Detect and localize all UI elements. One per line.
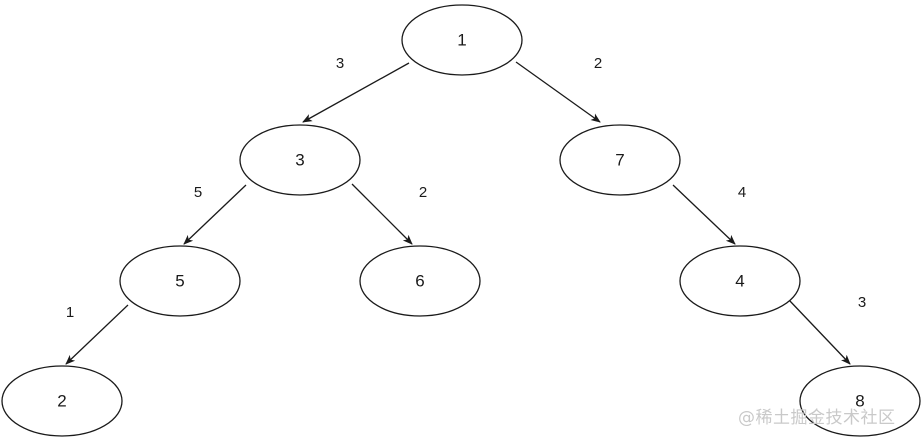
edge-weight-1-7: 2 xyxy=(594,55,602,72)
node-ellipse-2 xyxy=(1,365,123,437)
edge-weight-1-3: 3 xyxy=(336,55,344,72)
edge-5-to-2 xyxy=(65,304,129,365)
edge-weight-7-4: 4 xyxy=(738,184,746,201)
node-label-2: 2 xyxy=(57,391,66,410)
edge-1-to-3 xyxy=(302,62,410,123)
edge-3-to-6 xyxy=(351,183,413,245)
node-ellipse-4 xyxy=(679,245,801,317)
node-ellipse-7 xyxy=(559,124,681,196)
node-label-7: 7 xyxy=(615,150,624,169)
tree-node-1[interactable]: 1 xyxy=(401,4,523,76)
edge-weight-4-8: 3 xyxy=(858,294,866,311)
edge-4-to-8 xyxy=(788,299,851,365)
node-ellipse-1 xyxy=(401,4,523,76)
node-label-1: 1 xyxy=(457,30,466,49)
tree-node-4[interactable]: 4 xyxy=(679,245,801,317)
node-label-3: 3 xyxy=(295,150,304,169)
edge-weight-3-6: 2 xyxy=(419,184,427,201)
edge-3-to-5 xyxy=(183,184,247,245)
node-label-5: 5 xyxy=(175,271,184,290)
node-ellipse-5 xyxy=(119,245,241,317)
node-label-8: 8 xyxy=(855,391,864,410)
node-label-4: 4 xyxy=(735,271,744,290)
edge-weight-3-5: 5 xyxy=(194,184,202,201)
tree-node-2[interactable]: 2 xyxy=(1,365,123,437)
edge-weight-5-2: 1 xyxy=(66,304,74,321)
node-ellipse-6 xyxy=(359,245,481,317)
tree-node-5[interactable]: 5 xyxy=(119,245,241,317)
node-label-6: 6 xyxy=(415,271,424,290)
edge-7-to-4 xyxy=(672,184,736,245)
node-ellipse-3 xyxy=(239,124,361,196)
edges-group xyxy=(65,61,851,365)
tree-node-8[interactable]: 8 xyxy=(799,365,921,437)
node-ellipse-8 xyxy=(799,365,921,437)
tree-node-3[interactable]: 3 xyxy=(239,124,361,196)
nodes-group: 1 3 7 5 6 4 2 8 xyxy=(1,4,921,437)
watermark-label: @稀土掘金技术社区 xyxy=(738,408,896,428)
tree-node-6[interactable]: 6 xyxy=(359,245,481,317)
tree-node-7[interactable]: 7 xyxy=(559,124,681,196)
edge-weights-group: 3 2 5 2 4 1 3 xyxy=(66,55,866,321)
edge-1-to-7 xyxy=(515,61,601,123)
